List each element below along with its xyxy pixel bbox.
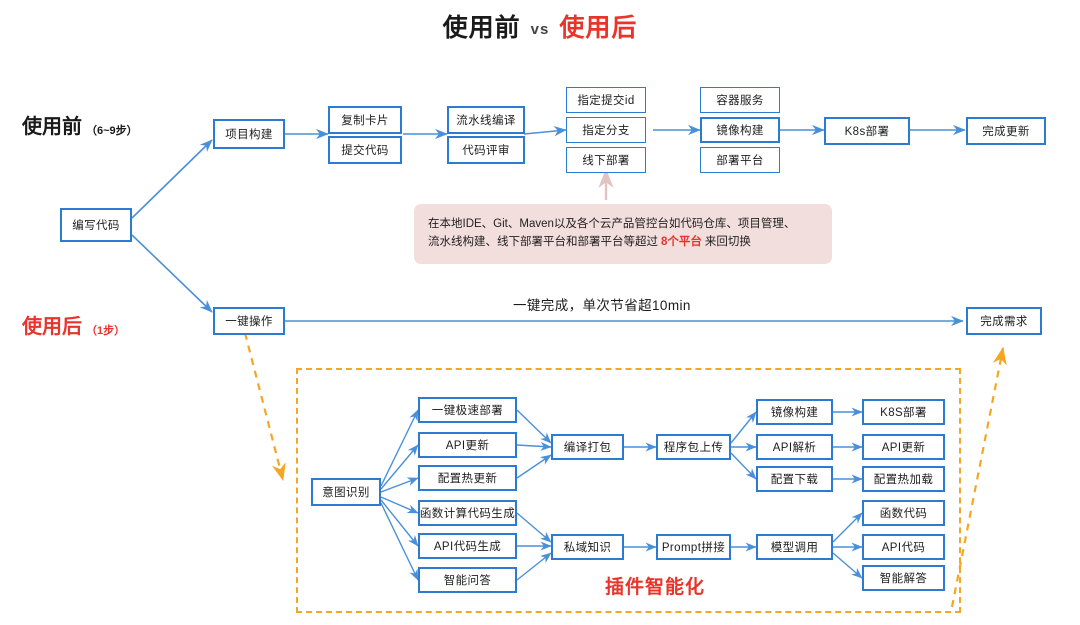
label-before-main: 使用前	[22, 116, 82, 138]
box-label: 编译打包	[563, 442, 612, 454]
box-deploy-image-build[interactable]: 镜像构建	[756, 399, 833, 425]
box-code-review[interactable]: 代码评审	[447, 136, 525, 164]
box-label: 流水线编译	[456, 115, 516, 127]
box-label: 提交代码	[341, 145, 389, 157]
box-label: 配置下载	[770, 474, 819, 486]
box-label: 复制卡片	[341, 115, 389, 127]
box-intent-recognition[interactable]: 意图识别	[311, 478, 381, 506]
box-specify-branch[interactable]: 指定分支	[566, 117, 646, 143]
title-after: 使用后	[559, 14, 638, 42]
box-branch-config-hot-update[interactable]: 配置热更新	[418, 465, 517, 491]
label-after-main: 使用后	[22, 316, 82, 338]
box-branch-api-update[interactable]: API更新	[418, 432, 517, 458]
callout-line-2-pre: 流水线构建、线下部署平台和部署平台等超过	[428, 235, 658, 248]
banner-saving-text: 一键完成，单次节省超10min	[513, 298, 691, 313]
box-label: 函数计算代码生成	[419, 508, 516, 520]
box-branch-fc-code-gen[interactable]: 函数计算代码生成	[418, 500, 517, 526]
box-label: 完成更新	[982, 126, 1030, 138]
box-deploy-api-update[interactable]: API更新	[862, 434, 945, 460]
box-label: 函数代码	[879, 508, 928, 520]
box-label: K8S部署	[880, 407, 927, 419]
box-label: 一键操作	[225, 316, 273, 328]
box-one-click-operation[interactable]: 一键操作	[213, 307, 285, 335]
box-branch-smart-qa[interactable]: 智能问答	[418, 567, 517, 593]
box-branch-fast-deploy[interactable]: 一键极速部署	[418, 397, 517, 423]
box-label: API代码生成	[433, 541, 502, 553]
box-label: 智能解答	[879, 573, 928, 585]
box-specify-commit-id[interactable]: 指定提交id	[566, 87, 646, 113]
box-label: 线下部署	[582, 155, 630, 167]
box-label: API代码	[881, 542, 926, 554]
title-vs: vs	[530, 21, 550, 38]
callout-line-2-post: 来回切换	[704, 235, 751, 248]
box-label: Prompt拼接	[661, 542, 726, 554]
box-label: 镜像构建	[770, 407, 819, 419]
box-offline-deploy[interactable]: 线下部署	[566, 147, 646, 173]
box-commit-code[interactable]: 提交代码	[328, 136, 402, 164]
box-deploy-config-hot-load[interactable]: 配置热加载	[862, 466, 945, 492]
plugin-region-border	[296, 368, 961, 613]
box-label: 部署平台	[716, 155, 764, 167]
box-label: 意图识别	[322, 487, 370, 499]
box-label: 编写代码	[72, 220, 120, 232]
box-finish-update[interactable]: 完成更新	[966, 117, 1046, 145]
title-before: 使用前	[442, 14, 521, 42]
box-finish-requirement[interactable]: 完成需求	[966, 307, 1042, 335]
box-label: 一键极速部署	[431, 405, 504, 417]
box-pipeline-compile[interactable]: 流水线编译	[447, 106, 525, 134]
box-label: API更新	[445, 440, 490, 452]
label-before: 使用前 （6~9步）	[22, 110, 138, 139]
box-output-function-code[interactable]: 函数代码	[862, 500, 945, 526]
box-write-code[interactable]: 编写代码	[60, 208, 132, 242]
label-after-sub: （1步）	[86, 325, 126, 337]
box-label: 容器服务	[716, 95, 764, 107]
box-label: K8s部署	[844, 126, 890, 138]
box-output-smart-answer[interactable]: 智能解答	[862, 565, 945, 591]
box-label: 项目构建	[225, 129, 273, 141]
box-label: API解析	[772, 442, 817, 454]
label-after: 使用后 （1步）	[22, 310, 125, 339]
box-label: 智能问答	[443, 575, 492, 587]
box-deploy-config-download[interactable]: 配置下载	[756, 466, 833, 492]
box-image-build[interactable]: 镜像构建	[700, 117, 780, 143]
box-label: 配置热加载	[873, 474, 934, 486]
box-label: 私域知识	[563, 542, 612, 554]
label-before-sub: （6~9步）	[86, 125, 138, 137]
box-label: 模型调用	[770, 542, 819, 554]
box-label: 指定分支	[582, 125, 630, 137]
box-project-build[interactable]: 项目构建	[213, 119, 285, 149]
callout-pain-point: 在本地IDE、Git、Maven以及各个云产品管控台如代码仓库、项目管理、 流水…	[414, 204, 832, 264]
box-deploy-api-parse[interactable]: API解析	[756, 434, 833, 460]
box-label: 配置热更新	[437, 473, 498, 485]
box-branch-api-code-gen[interactable]: API代码生成	[418, 533, 517, 559]
box-private-knowledge[interactable]: 私域知识	[551, 534, 624, 560]
box-label: 指定提交id	[577, 95, 635, 107]
plugin-region-caption: 插件智能化	[605, 577, 706, 598]
box-label: 代码评审	[462, 145, 510, 157]
box-deploy-platform[interactable]: 部署平台	[700, 147, 780, 173]
box-label: 程序包上传	[663, 442, 724, 454]
box-package-upload[interactable]: 程序包上传	[656, 434, 731, 460]
box-output-api-code[interactable]: API代码	[862, 534, 945, 560]
box-k8s-deploy[interactable]: K8s部署	[824, 117, 910, 145]
box-compile-package[interactable]: 编译打包	[551, 434, 624, 460]
box-prompt-assembly[interactable]: Prompt拼接	[656, 534, 731, 560]
box-deploy-k8s[interactable]: K8S部署	[862, 399, 945, 425]
page-title: 使用前 vs 使用后	[0, 8, 1080, 44]
callout-line-1: 在本地IDE、Git、Maven以及各个云产品管控台如代码仓库、项目管理、	[428, 218, 796, 230]
callout-highlight: 8个平台	[661, 235, 702, 248]
box-copy-card[interactable]: 复制卡片	[328, 106, 402, 134]
box-container-service[interactable]: 容器服务	[700, 87, 780, 113]
box-label: 完成需求	[980, 316, 1028, 328]
box-label: API更新	[881, 442, 926, 454]
box-model-invoke[interactable]: 模型调用	[756, 534, 833, 560]
box-label: 镜像构建	[716, 125, 764, 137]
